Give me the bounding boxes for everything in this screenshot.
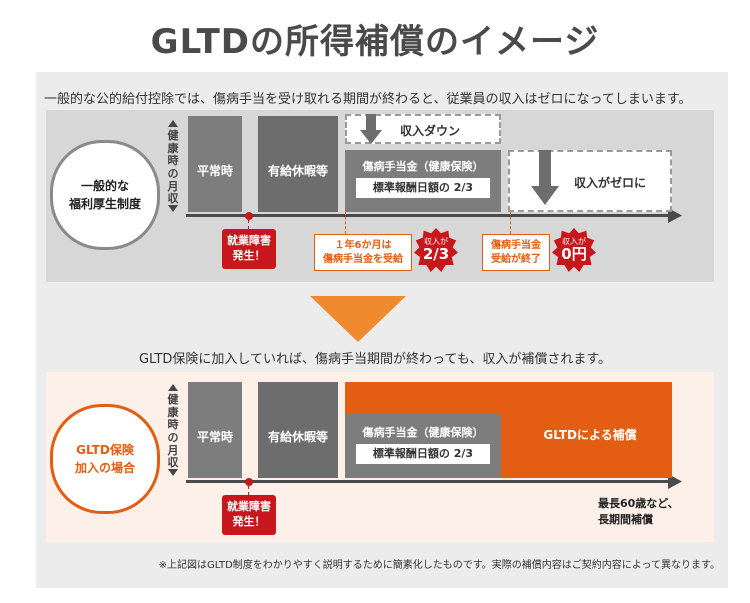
block-paid-leave-label: 有給休暇等 xyxy=(267,164,328,178)
badge2-big: 0円 xyxy=(561,244,587,263)
arrow-down-icon xyxy=(360,114,382,144)
timeline-axis-2 xyxy=(186,480,670,483)
callout1-line2: 傷病手当金を受給 xyxy=(323,253,403,265)
double-arrow-icon xyxy=(168,384,178,476)
block-paid-leave-2: 有給休暇等 xyxy=(258,382,338,478)
long-term-line1: 最長60歳など、 xyxy=(598,497,679,510)
gltd-circle-line2: 加入の場合 xyxy=(74,461,135,475)
badge1-small: 収入が xyxy=(424,236,448,246)
page-title: GLTDの所得補償のイメージ xyxy=(150,22,600,62)
income-down-label: 収入ダウン xyxy=(400,124,461,138)
footnote: ※上記図はGLTD制度をわかりやすく説明するために簡素化したものです。実際の補償… xyxy=(158,560,720,571)
vertical-double-arrow xyxy=(166,120,180,212)
standard-rate-label: 標準報酬日額の 2/3 xyxy=(356,178,490,198)
general-welfare-circle-line2: 福利厚生制度 xyxy=(68,197,141,211)
income-down-arrow xyxy=(360,114,382,150)
block-paid-leave: 有給休暇等 xyxy=(258,116,338,212)
disability-badge: 就業障害 発生！ xyxy=(222,229,276,269)
income-zero-arrow xyxy=(531,150,559,210)
callout-sickness-benefit-period: １年6か月は 傷病手当金を受給 xyxy=(314,234,412,271)
timeline-axis xyxy=(186,214,670,217)
badge2-small: 収入が xyxy=(562,236,586,246)
callout1-line xyxy=(345,212,347,234)
general-welfare-circle-line1: 一般的な xyxy=(80,179,129,193)
disability-badge-line1: 就業障害 xyxy=(227,234,271,247)
disability-badge-line2: 発生！ xyxy=(232,248,266,262)
block-normal-2-label: 平常時 xyxy=(196,430,233,444)
arrow-down-icon xyxy=(531,150,559,205)
gltd-circle-line1: GLTD保険 xyxy=(76,443,134,457)
block-paid-leave-2-label: 有給休暇等 xyxy=(267,430,328,444)
disability-marker-line-2 xyxy=(248,486,250,495)
disability-badge-2-line1: 就業障害 xyxy=(227,500,271,513)
callout1-line1: １年6か月は xyxy=(334,240,392,251)
general-welfare-circle: 一般的な 福利厚生制度 xyxy=(50,140,160,250)
badge1-big: 2/3 xyxy=(422,244,450,263)
disability-marker-line xyxy=(248,220,250,229)
double-arrow-icon xyxy=(168,120,178,212)
income-zero-box xyxy=(508,150,672,212)
sickness-benefit-label-2: 傷病手当金（健康保険） xyxy=(362,426,484,439)
disability-badge-2: 就業障害 発生！ xyxy=(222,495,276,535)
badge-income-zero: 収入が 0円 xyxy=(552,228,596,272)
mid-text: GLTD保険に加入していれば、傷病手当期間が終わっても、収入が補償されます。 xyxy=(138,352,612,367)
income-zero-label: 収入がゼロに xyxy=(574,176,647,190)
callout2-line2: 受給が終了 xyxy=(491,253,541,265)
callout-benefit-ended: 傷病手当金 受給が終了 xyxy=(482,234,550,271)
gltd-compensation-label: GLTDによる補償 xyxy=(543,428,637,442)
callout2-line1: 傷病手当金 xyxy=(491,240,541,251)
gltd-circle: GLTD保険 加入の場合 xyxy=(50,404,160,514)
disability-marker-2 xyxy=(245,478,253,486)
vertical-label-monthly-income-2: 健康時の月収 xyxy=(167,393,179,470)
callout2-line xyxy=(510,212,512,234)
disability-badge-2-line2: 発生！ xyxy=(232,514,266,528)
block-normal-2: 平常時 xyxy=(188,382,242,478)
triangle-down-icon xyxy=(310,296,406,342)
disability-marker xyxy=(245,212,253,220)
standard-rate-label-2: 標準報酬日額の 2/3 xyxy=(356,444,490,464)
long-term-line2: 長期間補償 xyxy=(598,512,653,526)
block-normal: 平常時 xyxy=(188,116,242,212)
intro-text: 一般的な公的給付控除では、傷病手当を受け取れる期間が終わると、従業員の収入はゼロ… xyxy=(44,92,692,107)
vertical-label-monthly-income: 健康時の月収 xyxy=(167,129,179,206)
long-term-compensation-label: 最長60歳など、 長期間補償 xyxy=(598,496,679,528)
sickness-benefit-label: 傷病手当金（健康保険） xyxy=(362,160,484,173)
block-normal-label: 平常時 xyxy=(196,164,233,178)
transition-arrow xyxy=(310,296,406,346)
vertical-double-arrow-2 xyxy=(166,384,180,476)
